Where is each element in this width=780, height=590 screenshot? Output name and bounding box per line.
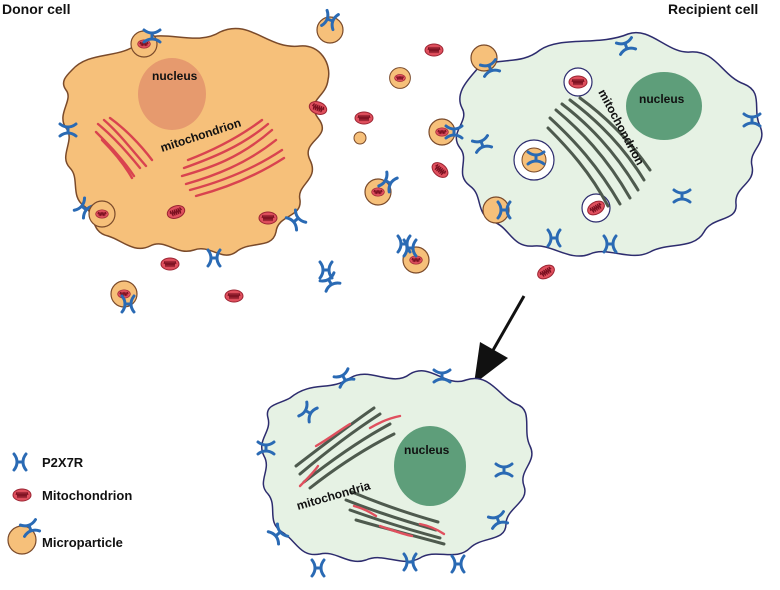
p2x7r-icon <box>396 234 412 254</box>
recipient-cell-body <box>455 31 763 257</box>
mitochondrion-icon <box>12 488 32 502</box>
p2x7r-icon <box>12 452 28 472</box>
donor-cell-body <box>62 27 330 256</box>
legend-p2x7r: P2X7R <box>12 452 84 472</box>
mitochondrion-icon <box>424 43 444 57</box>
mitochondrion-icon <box>160 257 180 271</box>
legend-microparticle: Microparticle <box>7 518 123 555</box>
mitochondrion-icon <box>568 75 588 89</box>
donor-mito-network <box>94 116 286 198</box>
mitochondrion-icon <box>428 159 452 181</box>
recipient-cell: nucleus mitochondrion <box>455 31 763 257</box>
legend-mitochondrion-label: Mitochondrion <box>42 488 132 503</box>
recipient-nucleus <box>626 72 702 140</box>
legend-mitochondrion: Mitochondrion <box>12 488 132 503</box>
recipient-cell-title: Recipient cell <box>668 1 758 17</box>
recipient-nucleus-label: nucleus <box>639 92 685 106</box>
mitochondrion-icon <box>224 289 244 303</box>
result-nucleus-label: nucleus <box>404 443 450 457</box>
donor-cell-title: Donor cell <box>2 1 70 17</box>
legend-p2x7r-label: P2X7R <box>42 455 84 470</box>
free-particles <box>88 8 558 314</box>
mitochondrion-icon <box>534 261 558 283</box>
donor-cell: nucleus mitochondrion <box>58 27 330 268</box>
mitochondrion-icon <box>354 111 374 125</box>
mitochondrion-icon <box>258 211 278 225</box>
transfer-arrow <box>474 295 526 384</box>
result-mito-network <box>294 406 446 546</box>
donor-nucleus-label: nucleus <box>152 69 198 83</box>
donor-nucleus <box>138 58 206 130</box>
result-cell: nucleus mitochondria <box>256 367 533 578</box>
result-nucleus <box>394 426 466 506</box>
p2x7r-icon <box>310 558 326 578</box>
recipient-mito-network <box>546 96 652 208</box>
legend: P2X7R Mitochondrion Microparticle <box>7 452 132 555</box>
p2x7r-icon <box>318 260 334 280</box>
p2x7r-icon <box>450 554 466 574</box>
legend-microparticle-label: Microparticle <box>42 535 123 550</box>
